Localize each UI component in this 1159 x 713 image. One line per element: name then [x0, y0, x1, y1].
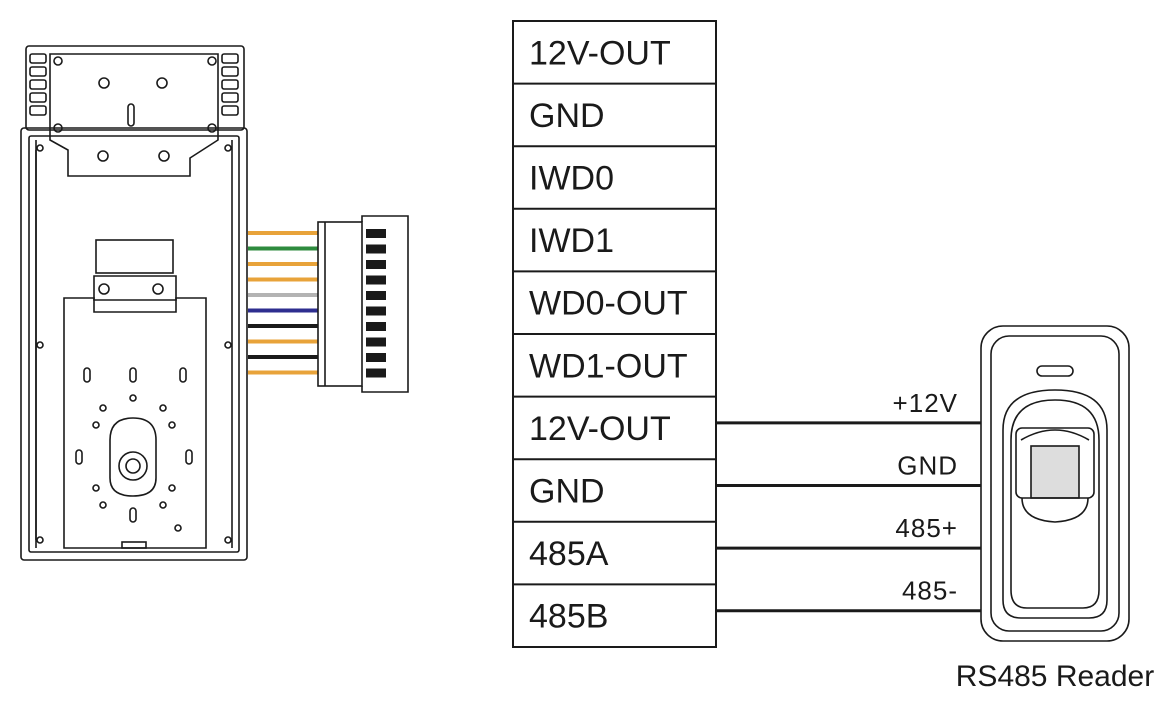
connector-pin [366, 244, 386, 254]
left-notches [29, 53, 47, 116]
terminal-label: WD0-OUT [529, 285, 688, 323]
connector-pin [366, 229, 386, 238]
terminal-label: WD1-OUT [529, 347, 688, 385]
reader-caption: RS485 Reader [956, 660, 1154, 693]
wire-label: GND [897, 451, 958, 481]
terminal-label: IWD1 [529, 222, 614, 260]
connector-pin [366, 337, 386, 347]
terminal-label: 12V-OUT [529, 410, 671, 448]
connector-pins [366, 229, 386, 378]
connector-pin [366, 322, 386, 331]
terminal-label: 485A [529, 535, 609, 573]
terminal-label: GND [529, 97, 605, 135]
connector-pin [366, 353, 386, 362]
cable-connector [317, 215, 409, 393]
reader-wires: +12V GND 485+ 485- [716, 388, 981, 613]
connector-pin [366, 306, 386, 316]
terminal-label: GND [529, 473, 605, 511]
connector-pin [366, 291, 386, 300]
connector-pin [366, 368, 386, 378]
wire-label: 485- [902, 576, 958, 606]
connector-pin [366, 260, 386, 269]
terminal-label: IWD0 [529, 160, 614, 198]
terminal-label: 12V-OUT [529, 34, 671, 72]
wire-label: 485+ [895, 513, 958, 543]
device-back-panel [20, 45, 248, 561]
right-notches [221, 53, 239, 116]
terminal-label: 485B [529, 598, 608, 636]
rs485-reader [980, 325, 1130, 642]
wire-label: +12V [893, 388, 958, 418]
connector-pin [366, 275, 386, 285]
cable-bundle [248, 231, 318, 375]
